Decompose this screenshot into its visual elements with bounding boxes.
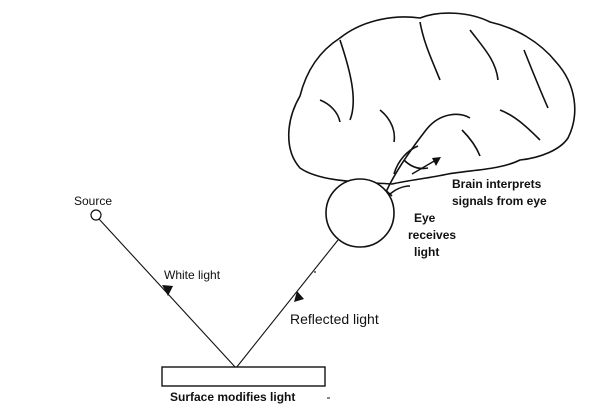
reflected-light-arrowhead [294, 291, 304, 302]
source-label: Source [74, 194, 112, 208]
surface-label: Surface modifies light [170, 390, 295, 404]
eye-label-line2: receives [408, 228, 456, 242]
brain-label-line1: Brain interprets [452, 177, 542, 191]
brain-label-line2: signals from eye [452, 194, 547, 208]
surface-icon [161, 366, 326, 387]
source-icon [90, 209, 102, 221]
eye-icon [325, 178, 395, 248]
eye-label-line1: Eye [414, 211, 436, 225]
reflected-light-ray [235, 239, 339, 369]
stray-dot [314, 271, 316, 273]
eye-label-line3: light [414, 245, 439, 259]
brain-icon [287, 12, 576, 193]
brain-arrow [411, 157, 441, 175]
white-light-arrowhead [162, 285, 173, 296]
reflected-light-label: Reflected light [290, 311, 379, 327]
white-light-label: White light [164, 268, 221, 282]
